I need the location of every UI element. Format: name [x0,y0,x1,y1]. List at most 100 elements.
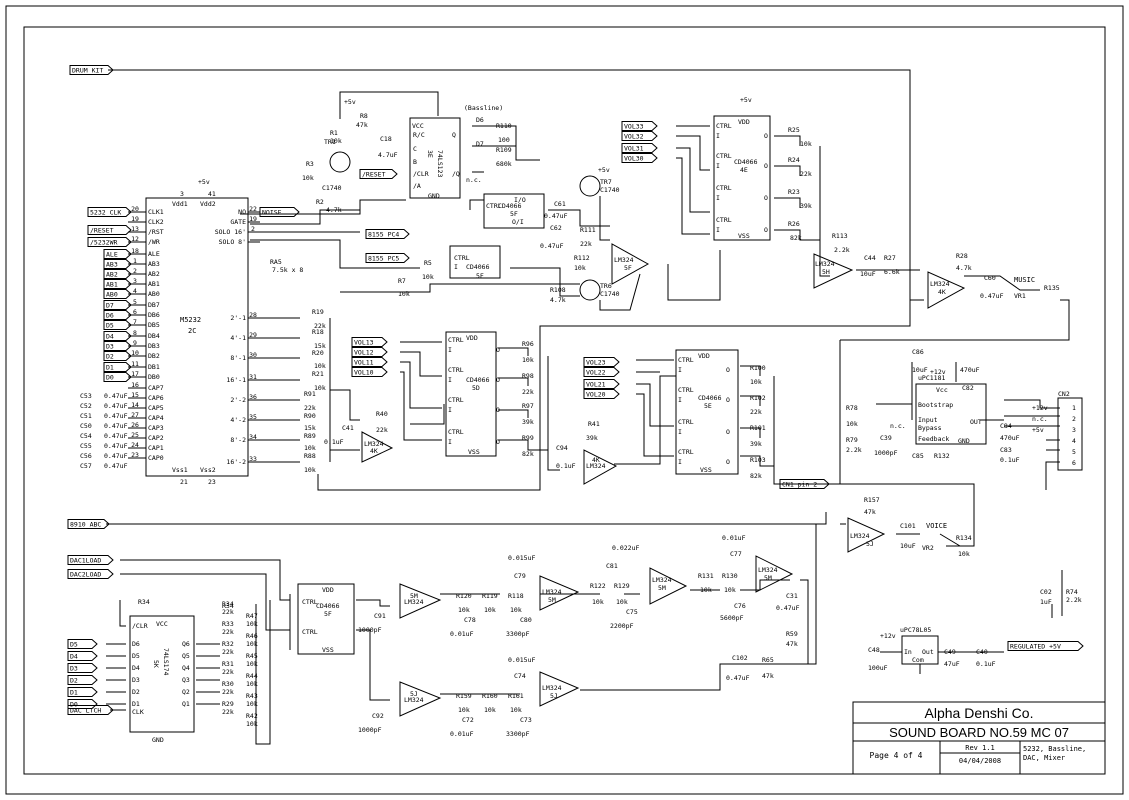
label-c102: C102 [732,654,748,662]
label-p5v-b: +5v [740,96,752,104]
ic-74ls123-gnd: GND [428,192,440,200]
m5232-top-pin-name: Vdd2 [200,200,216,208]
label-vr2: VR2 [922,544,934,552]
ls174-pin-clk: CLK [132,708,144,716]
opamp-lm324-5f [611,243,650,285]
m5232-pin-number-r: 2 [251,225,255,233]
net-flag-dd2 [67,675,98,685]
net-label-dd4: D4 [70,653,78,661]
label-c74: C74 [514,672,526,680]
m5232-pin-number: 15 [131,391,139,399]
m5232-pin-name: DB3 [148,342,160,350]
ladder-value-a: 22k [222,628,234,636]
value-r21: 10k [314,384,326,392]
ladder-label-b: R45 [246,652,258,660]
label-c61: C61 [554,200,566,208]
ic-cd4066-5f-c-vdd: VDD [322,586,334,594]
ic-cd4066-5d-vdd: VDD [466,334,478,342]
m5232-pin-number: 8 [133,329,137,337]
ic-upc78l05-name: uPC78L05 [900,626,931,634]
cn2-pin-number: 4 [1072,437,1076,445]
opamp-5j-loc: 5J [866,540,874,548]
label-c86: C86 [912,348,924,356]
ls174-pin-d1: D1 [132,700,140,708]
label-r135: R135 [1044,284,1060,292]
ladder-label-b: R47 [246,612,258,620]
net-flag-vol13 [351,337,388,347]
net-label-dd2: D2 [70,677,78,685]
label-c83: C83 [1000,446,1012,454]
ic-upc1181-bootstrap: Bootstrap [918,401,953,409]
label-r8: R8 [360,112,368,120]
value-c75: 2200pF [610,622,634,630]
switch-out-label: O [764,194,768,202]
switch-in-label: I [448,438,452,446]
label-p12v-b: +12v [880,632,896,640]
net-label-vol33: VOL33 [624,123,644,131]
cn2-pin-number: 1 [1072,404,1076,412]
label-r99: R99 [522,434,534,442]
label-c31: C31 [786,592,798,600]
ic-74ls174-loc: 5K [152,660,160,668]
m5232-pin-number-r: 19 [249,215,257,223]
ladder-value-b: 10k [246,660,258,668]
net-flag-vol30 [621,153,658,163]
label-c02: C02 [1040,588,1052,596]
opamp-4k-name: LM324 [930,280,950,288]
net-label-d0: D0 [106,374,114,382]
ic-boxes: M5232 2C VCC R/C C B /CLR /A Q /Q GND 74… [129,115,1083,733]
m5232-pin-name: CAP6 [148,394,164,402]
opamp-5m-a-name: LM324 [404,598,424,606]
cn2-pin-number: 3 [1072,426,1076,434]
label-c92: C92 [372,712,384,720]
opamp-5j-b-name: LM324 [404,696,424,704]
m5232-pin-name: CAP7 [148,384,164,392]
m5232-pin-name-r: SOLO 16' [215,228,246,236]
net-flag-vol23 [583,357,620,367]
label-c91: C91 [374,612,386,620]
value-c77: 0.01uF [722,534,746,542]
value-c74: 0.015uF [508,656,535,664]
switch-in-label: I [678,428,682,436]
ic-cd4066-5f-c-ctrl1: CTRL [302,598,318,606]
ic-cd4066-5f-b [449,245,501,279]
net-flag-vol33 [621,121,658,131]
m5232-pin-name: CAP4 [148,414,164,422]
label-r18: R18 [312,328,324,336]
tr7-type: C1740 [600,186,620,194]
m5232-pin-name: DB6 [148,311,160,319]
net-label-dd1: D1 [70,689,78,697]
ic-cd4066-5f-a-oi: O/I [512,218,524,226]
ladder-value-a: 22k [222,708,234,716]
label-c94: C94 [556,444,568,452]
label-nc: n.c. [466,176,482,184]
label-c85: C85 [912,452,924,460]
m5232-pin-number: 20 [131,205,139,213]
ic-m5232-name: M5232 [180,316,201,324]
m5232-pin-name: CLK2 [148,218,164,226]
value-r8: 47k [356,121,368,129]
ic-cd4066-5d-loc: 5D [472,384,480,392]
opamp-4k-c-name: LM324 [586,462,606,470]
net-label-d6: D6 [106,312,114,320]
label-r118: R118 [508,592,524,600]
value-r110: 100 [498,136,510,144]
opamp-5m-b-loc: 5M [548,596,556,604]
ladder-label-a: R34 [222,600,234,608]
cap-value: 0.47uF [104,412,128,420]
label-r98: R98 [522,372,534,380]
opamp-5m-b-name: LM324 [542,588,562,596]
label-c80: C80 [520,616,532,624]
ic-cd4066-5f-b-ctrl: CTRL [454,254,470,262]
label-r112: R112 [574,254,590,262]
cap-name: C56 [80,452,92,460]
net-label-drum_kit: DRUM KIT [72,67,103,75]
value-r74: 2.2k [1066,596,1082,604]
switch-ctrl-label: CTRL [448,428,464,436]
cap-name: C52 [80,402,92,410]
ls174-pin-q4: Q4 [182,664,190,672]
net-flag-vol31 [621,143,658,153]
label-r89: R89 [304,432,316,440]
